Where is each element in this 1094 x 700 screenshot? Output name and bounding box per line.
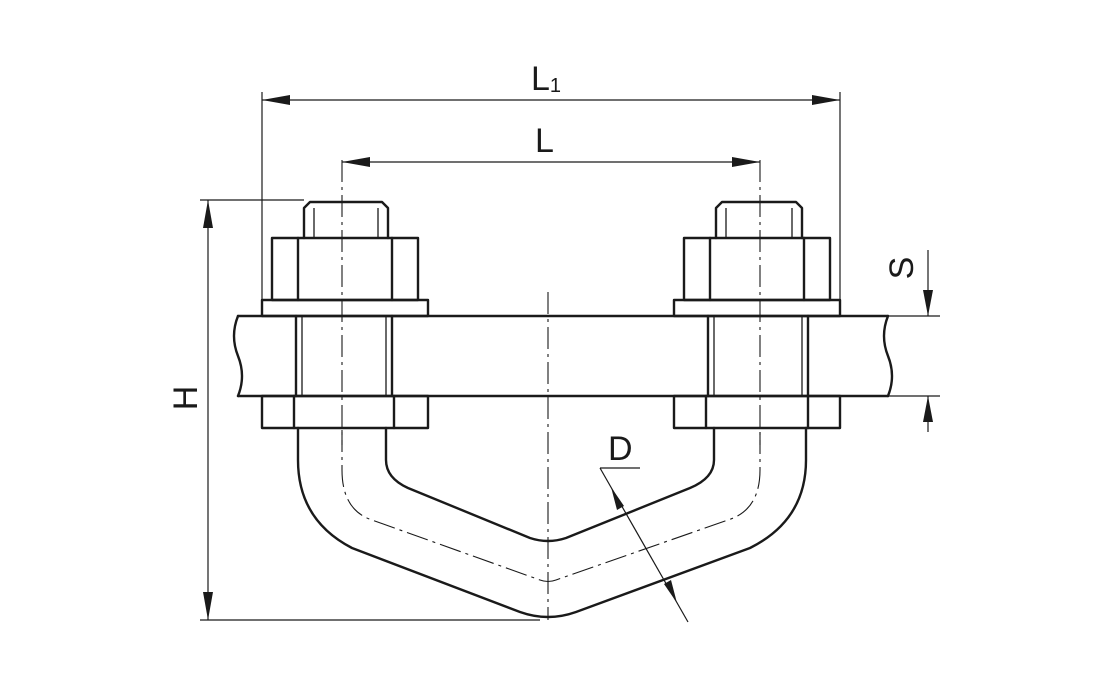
right-bolt-thread-end xyxy=(714,200,804,240)
plate xyxy=(232,314,894,398)
right-washer xyxy=(672,298,842,318)
dimension-h: H xyxy=(167,199,540,621)
dimension-s-label: S xyxy=(883,257,921,280)
dimension-l1-label: L1 xyxy=(531,60,561,98)
dimension-d-label: D xyxy=(608,430,633,468)
right-lower-nut xyxy=(672,394,842,430)
u-rod-inner xyxy=(384,426,716,543)
dimension-l-label: L xyxy=(535,122,554,160)
left-bolt-assembly xyxy=(260,200,430,430)
left-upper-nut xyxy=(270,236,420,302)
centerline-u-rod xyxy=(341,430,761,583)
u-rod xyxy=(296,426,808,619)
dimension-l: L xyxy=(342,122,760,167)
plate-left-break xyxy=(232,314,244,398)
dimension-h-label: H xyxy=(167,386,205,411)
right-bolt-assembly xyxy=(672,200,842,430)
dimension-l1: L1 xyxy=(261,60,841,302)
u-rod-outer xyxy=(296,426,808,619)
centerlines xyxy=(341,160,761,620)
right-upper-nut xyxy=(682,236,832,302)
plate-right-break xyxy=(882,314,894,398)
left-washer xyxy=(260,298,430,318)
left-lower-nut xyxy=(260,394,430,430)
left-bolt-thread-end xyxy=(302,200,390,240)
dimension-s: S xyxy=(883,250,940,432)
dimension-d: D xyxy=(599,430,689,623)
